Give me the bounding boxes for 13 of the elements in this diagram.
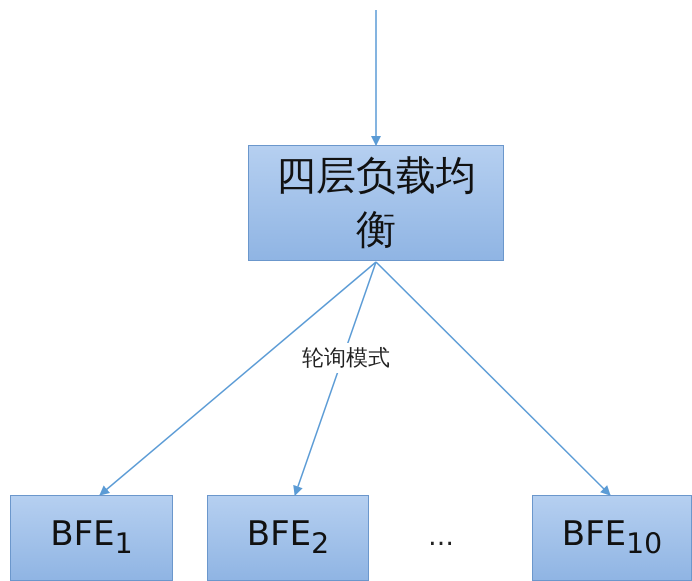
process-box (248, 145, 504, 261)
node-text: BFE$_{1}$ (50, 513, 133, 562)
edge-label: 轮询模式 (300, 343, 392, 373)
arrow (371, 10, 381, 146)
arrow (99, 261, 376, 496)
process-box (532, 495, 692, 581)
node-text: BFE$_{10}$ (562, 513, 662, 562)
node-text: 四层负载均衡 (275, 152, 477, 255)
arrow (375, 261, 611, 496)
process-box (10, 495, 173, 581)
ellipsis-text: … (428, 522, 454, 552)
process-box (207, 495, 369, 581)
node-text: BFE$_{2}$ (246, 513, 330, 562)
